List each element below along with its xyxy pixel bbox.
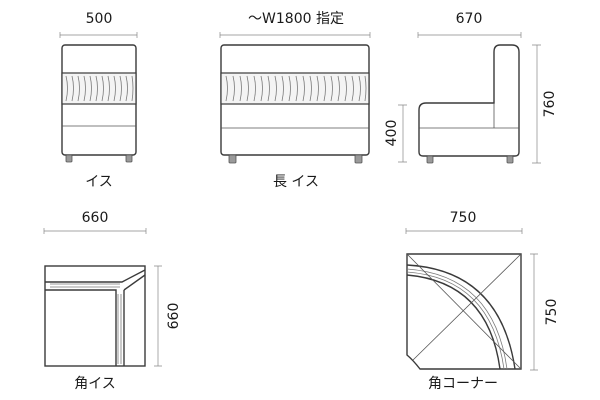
corner-chair-top-view [43,228,162,367]
corner-unit-width-label: 750 [450,210,477,226]
corner-chair-label: 角イス [74,376,116,392]
side-depth-label: 670 [456,11,483,27]
fabric-pattern [406,268,508,370]
corner-chair-width-label: 660 [82,210,109,226]
chair-width-label: 500 [86,11,113,27]
chair-side-view [398,32,541,164]
corner-chair-depth-label: 660 [166,303,182,330]
long-chair-width-label: 〜W1800 指定 [248,11,344,27]
fabric-pattern [225,75,367,102]
corner-unit-top-view [405,228,538,371]
long-chair-label: 長 イス [273,174,319,190]
chair-front-view [59,32,138,163]
chair-label: イス [85,174,113,190]
fabric-pattern [65,75,134,102]
seat-height-label: 400 [384,120,400,147]
long-chair-front-view [219,32,371,164]
corner-unit-label: 角コーナー [428,376,498,392]
fabric-pattern [50,283,122,364]
corner-unit-depth-label: 750 [544,299,560,326]
total-height-label: 760 [542,91,558,118]
